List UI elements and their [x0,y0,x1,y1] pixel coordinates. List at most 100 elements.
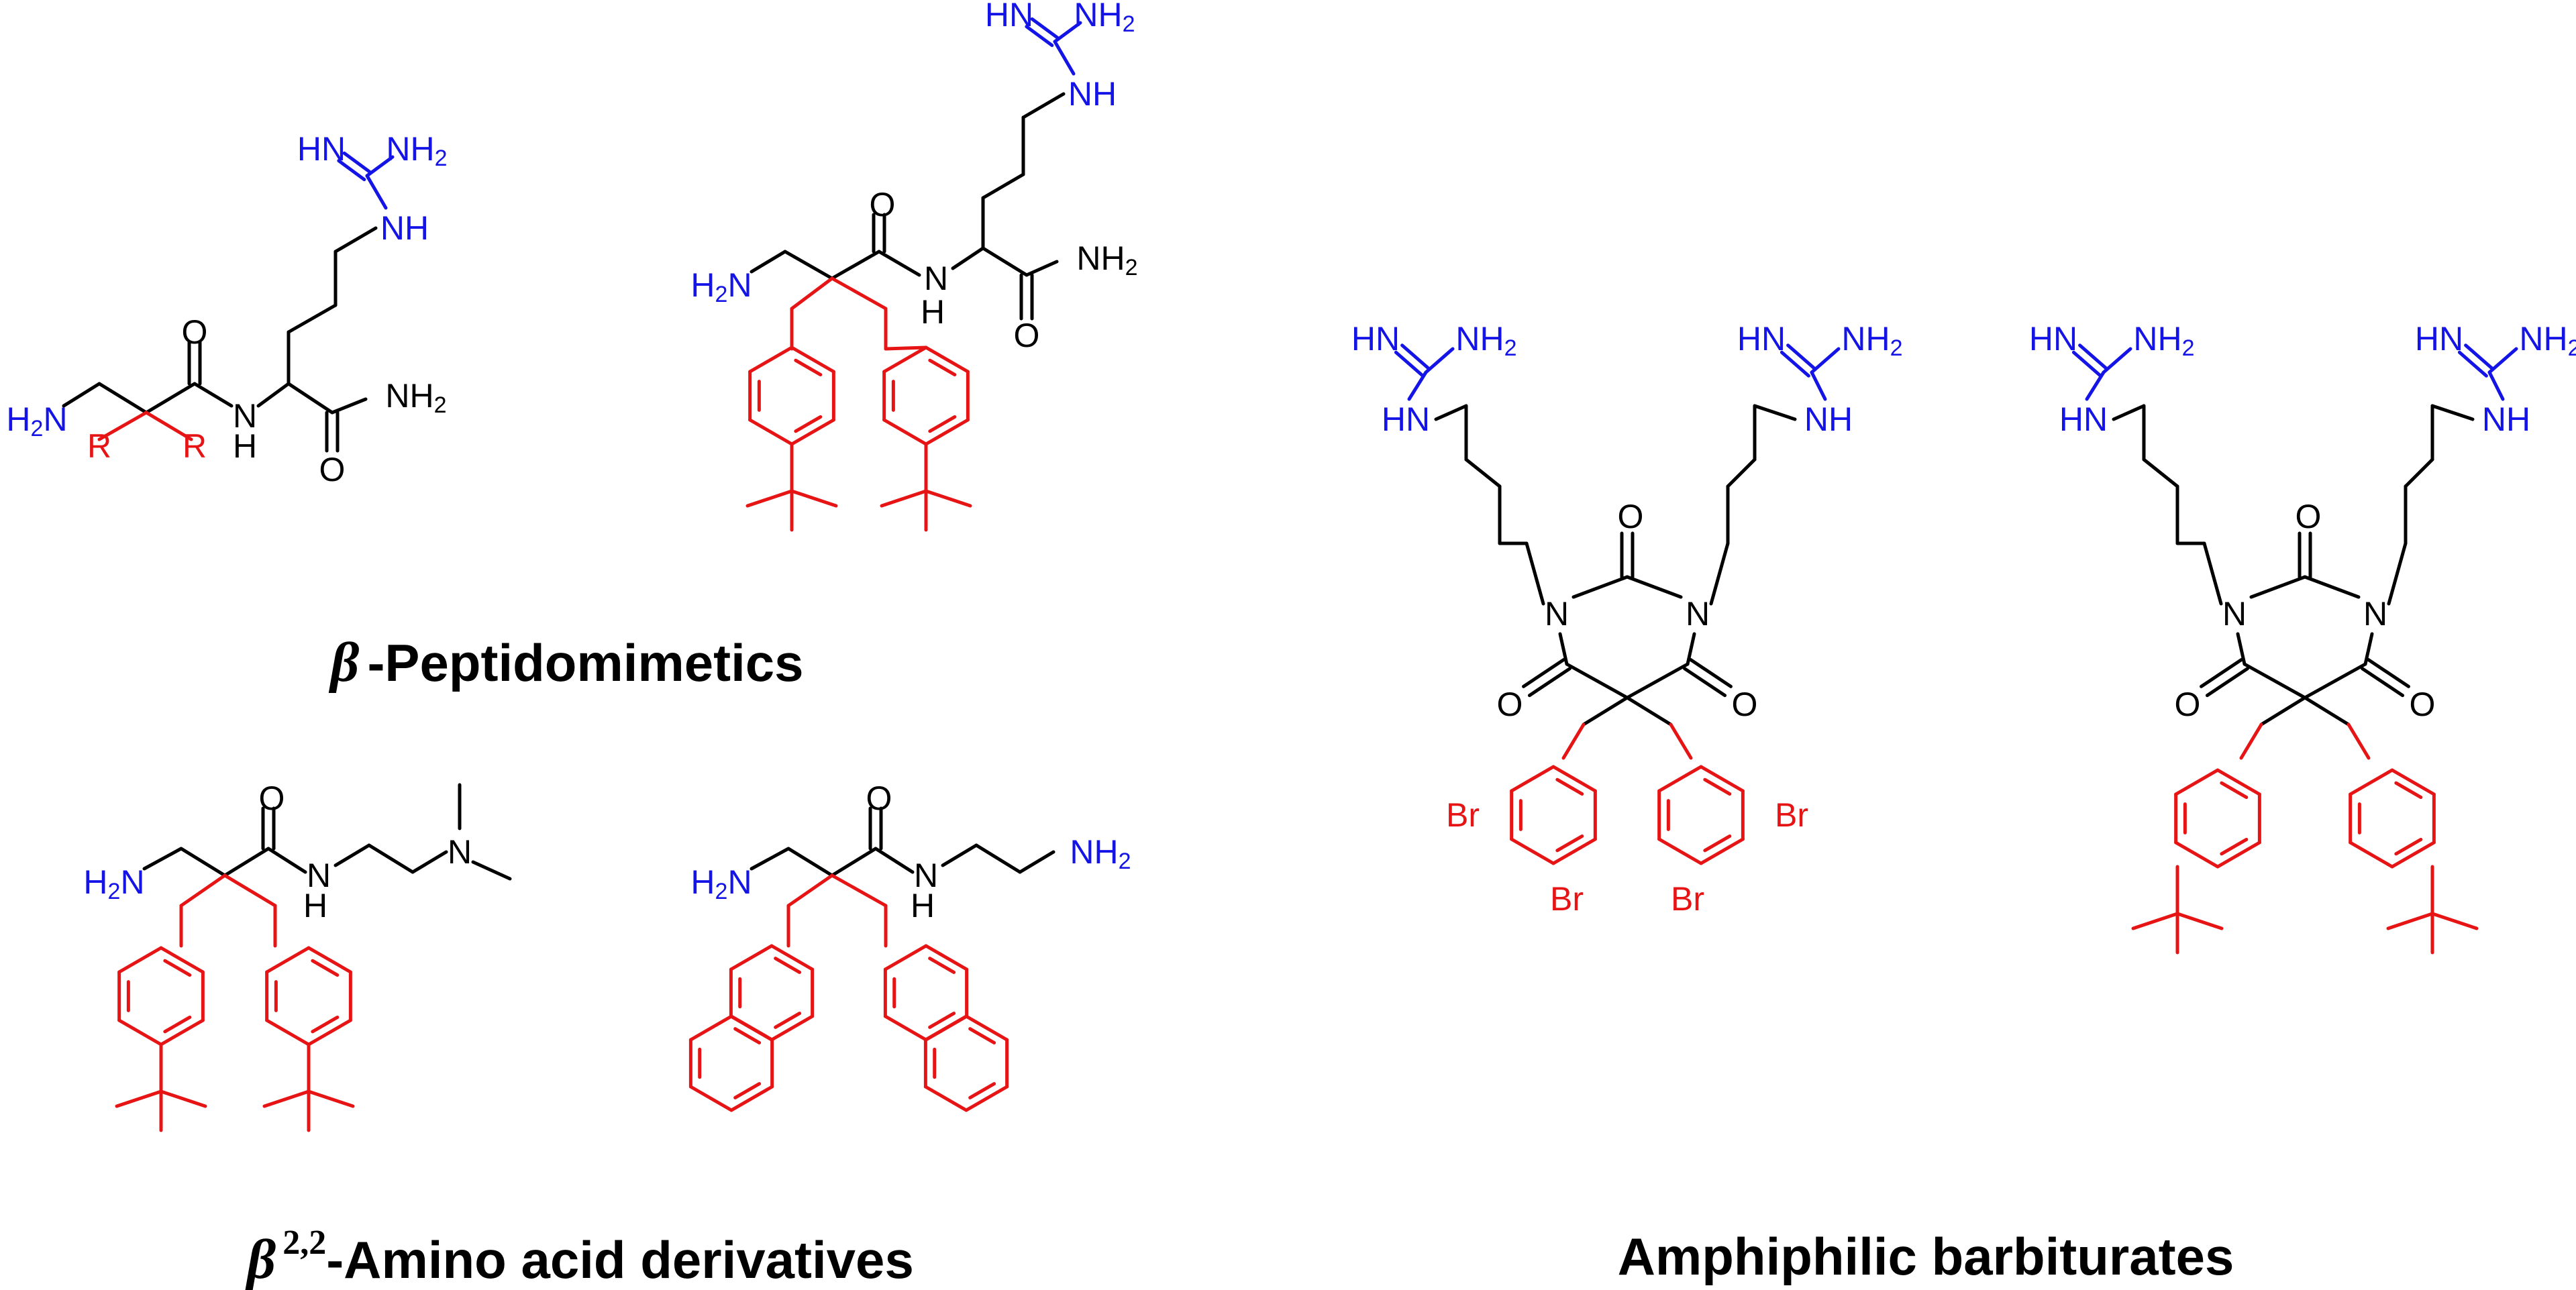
bond [193,382,234,408]
bromine-label: Br [1550,880,1584,918]
bond [1510,765,1555,793]
bond [923,1085,968,1112]
bond [928,957,956,974]
bond [1699,765,1745,793]
bond [1753,404,1797,421]
guanidine-bond [365,174,388,210]
bond [882,418,928,446]
bond [924,345,970,374]
bond [307,1018,352,1046]
bond [1686,632,1696,666]
caption-peptidomimetics: β-Peptidomimetics [328,631,803,694]
double-bond [2078,343,2109,371]
double-bond [2464,343,2495,371]
bond [330,397,368,415]
double-bond [2366,657,2410,688]
bond [1669,722,1693,760]
guanidine-nh2-label: NH2 [1841,320,1902,361]
bond [117,946,163,974]
hydrogen-label: H [233,427,257,465]
guanidine-bond [1053,40,1076,76]
r-group-label: R [183,427,207,465]
bond [1657,765,1703,793]
bond [2303,696,2351,727]
bond [2243,662,2307,700]
bromine-label: Br [1446,796,1480,834]
bond [265,946,311,974]
guanidine-imine-label: HN [2415,320,2463,358]
bond [1625,662,1690,700]
bond [2363,632,2374,666]
bond [163,959,192,977]
bond-layer [62,17,2518,1132]
bond [790,276,834,311]
bond [2174,841,2220,869]
bond [981,246,1029,277]
double-bond [1780,350,1810,378]
bond [1625,696,1673,727]
bond [774,1012,802,1029]
caption-amino-acid-greek: β [245,1228,276,1290]
bond [287,382,334,415]
bond [964,1014,1009,1042]
bond [256,382,291,408]
tert-butyl-bond [924,489,972,508]
guanidine-imine-label: HN [2029,320,2077,358]
nitrogen-label: N [233,397,257,435]
amine-label: H2N [690,266,752,307]
bond [1464,458,1502,488]
guanidine-imine-label: HN [1351,320,1400,358]
oxygen-label: O [2296,498,2322,535]
bond [951,246,985,270]
bond [2220,837,2249,856]
tert-butyl-bond [790,489,838,508]
bond [748,345,794,374]
bond [1582,696,1629,727]
bond [830,847,878,877]
oxygen-label: O [319,451,346,488]
guanidine-nh-label: NH [380,209,429,247]
double-bond [2457,350,2488,378]
caption-amino-acid-text: -Amino acid derivatives [326,1230,914,1289]
bond [2216,768,2261,796]
bond [2487,347,2518,374]
bond [144,382,197,415]
bond [748,418,794,446]
bond [2390,768,2436,796]
bond [1021,92,1066,119]
bond [367,843,415,874]
bond [163,1015,192,1034]
bond [750,847,790,871]
guanidine-double-bond [1025,25,1054,48]
tert-butyl-bond [880,489,928,508]
guanidine-nh-label: NH [2482,400,2530,438]
bond [1025,260,1059,277]
bond [968,1027,996,1044]
bond [2303,662,2367,700]
guanidine-imine-label: HN [297,130,346,168]
bond [179,847,227,877]
bond [2259,696,2307,727]
guanidine-nh2-label: NH2 [1074,0,1135,37]
tert-butyl-bond [2430,912,2479,930]
guanidine-nh-label: NH [1068,75,1117,113]
bond [1558,632,1569,666]
bond [884,345,928,351]
caption-peptidomimetics-greek: β [328,631,359,694]
guanidine-bond [365,155,395,178]
hydrogen-label: H [303,887,327,924]
bond [733,1027,762,1044]
bond [223,873,277,908]
double-bond [2361,667,2405,698]
nitrogen-label: N [1686,595,1710,633]
guanidine-double-bond [1030,17,1060,40]
bond [311,1015,340,1034]
double-bond [1786,343,1817,371]
nitrogen-label: N [448,833,472,871]
bromine-label: Br [1671,880,1704,918]
oxygen-label: O [182,313,208,351]
bond [266,847,307,874]
bond [783,250,834,280]
